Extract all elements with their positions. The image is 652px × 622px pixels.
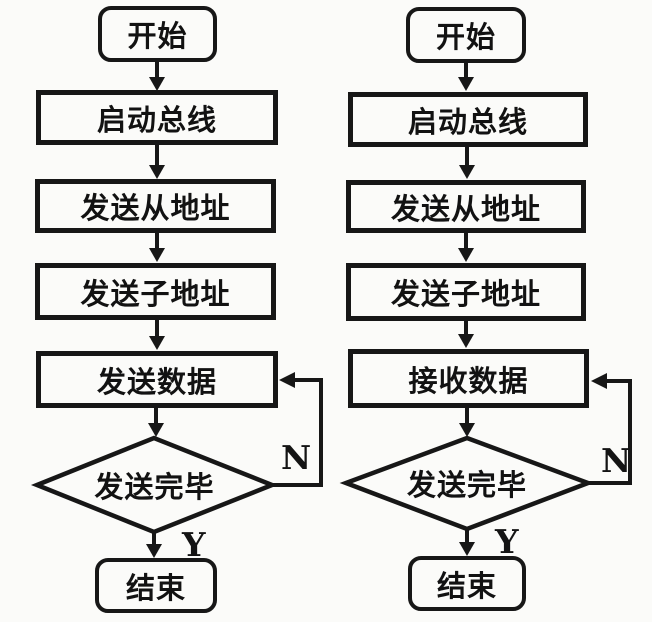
receive-flow-no-branch-label: N [601, 441, 632, 480]
receive-flow-step-receive-data: 接收数据 [348, 349, 589, 408]
receive-flow-step-3-label: 发送子地址 [390, 277, 541, 311]
receive-flow-decision-label: 发送完毕 [406, 468, 527, 502]
receive-flow-yes-branch-label: Y [495, 522, 519, 561]
send-flow-step-4-label: 发送数据 [96, 364, 217, 399]
send-flow-start-label: 开始 [127, 19, 188, 53]
receive-flow-end-terminal: 结束 [408, 556, 526, 611]
send-flow-step-2-label: 发送从地址 [80, 191, 231, 225]
receive-flow-step-1-label: 启动总线 [407, 104, 528, 139]
send-flow-step-send-data: 发送数据 [36, 351, 278, 408]
send-flow-end-terminal: 结束 [95, 558, 217, 613]
receive-flow-step-send-slave-address: 发送从地址 [346, 180, 586, 233]
send-flow-step-send-slave-address: 发送从地址 [35, 179, 276, 233]
send-flow-no-branch-label: N [281, 438, 312, 477]
receive-flow-end-label: 结束 [436, 568, 497, 603]
send-flow-decision-label: 发送完毕 [94, 470, 215, 504]
receive-flow-step-4-label: 接收数据 [408, 363, 529, 398]
receive-flow-step-2-label: 发送从地址 [390, 191, 541, 226]
send-flow-yes-branch-label: Y [182, 525, 206, 564]
send-flow-start-terminal: 开始 [98, 6, 217, 62]
send-flow-step-3-label: 发送子地址 [80, 276, 231, 311]
receive-flow-step-send-sub-address: 发送子地址 [346, 263, 586, 321]
send-flow-end-label: 结束 [125, 570, 186, 605]
send-flow-step-1-label: 启动总线 [96, 102, 217, 137]
send-flow-step-send-sub-address: 发送子地址 [35, 263, 276, 320]
receive-flow-step-start-bus: 启动总线 [348, 92, 588, 147]
send-flow-step-start-bus: 启动总线 [36, 90, 278, 145]
receive-flow-start-terminal: 开始 [406, 7, 526, 63]
receive-flow-start-label: 开始 [435, 20, 496, 54]
